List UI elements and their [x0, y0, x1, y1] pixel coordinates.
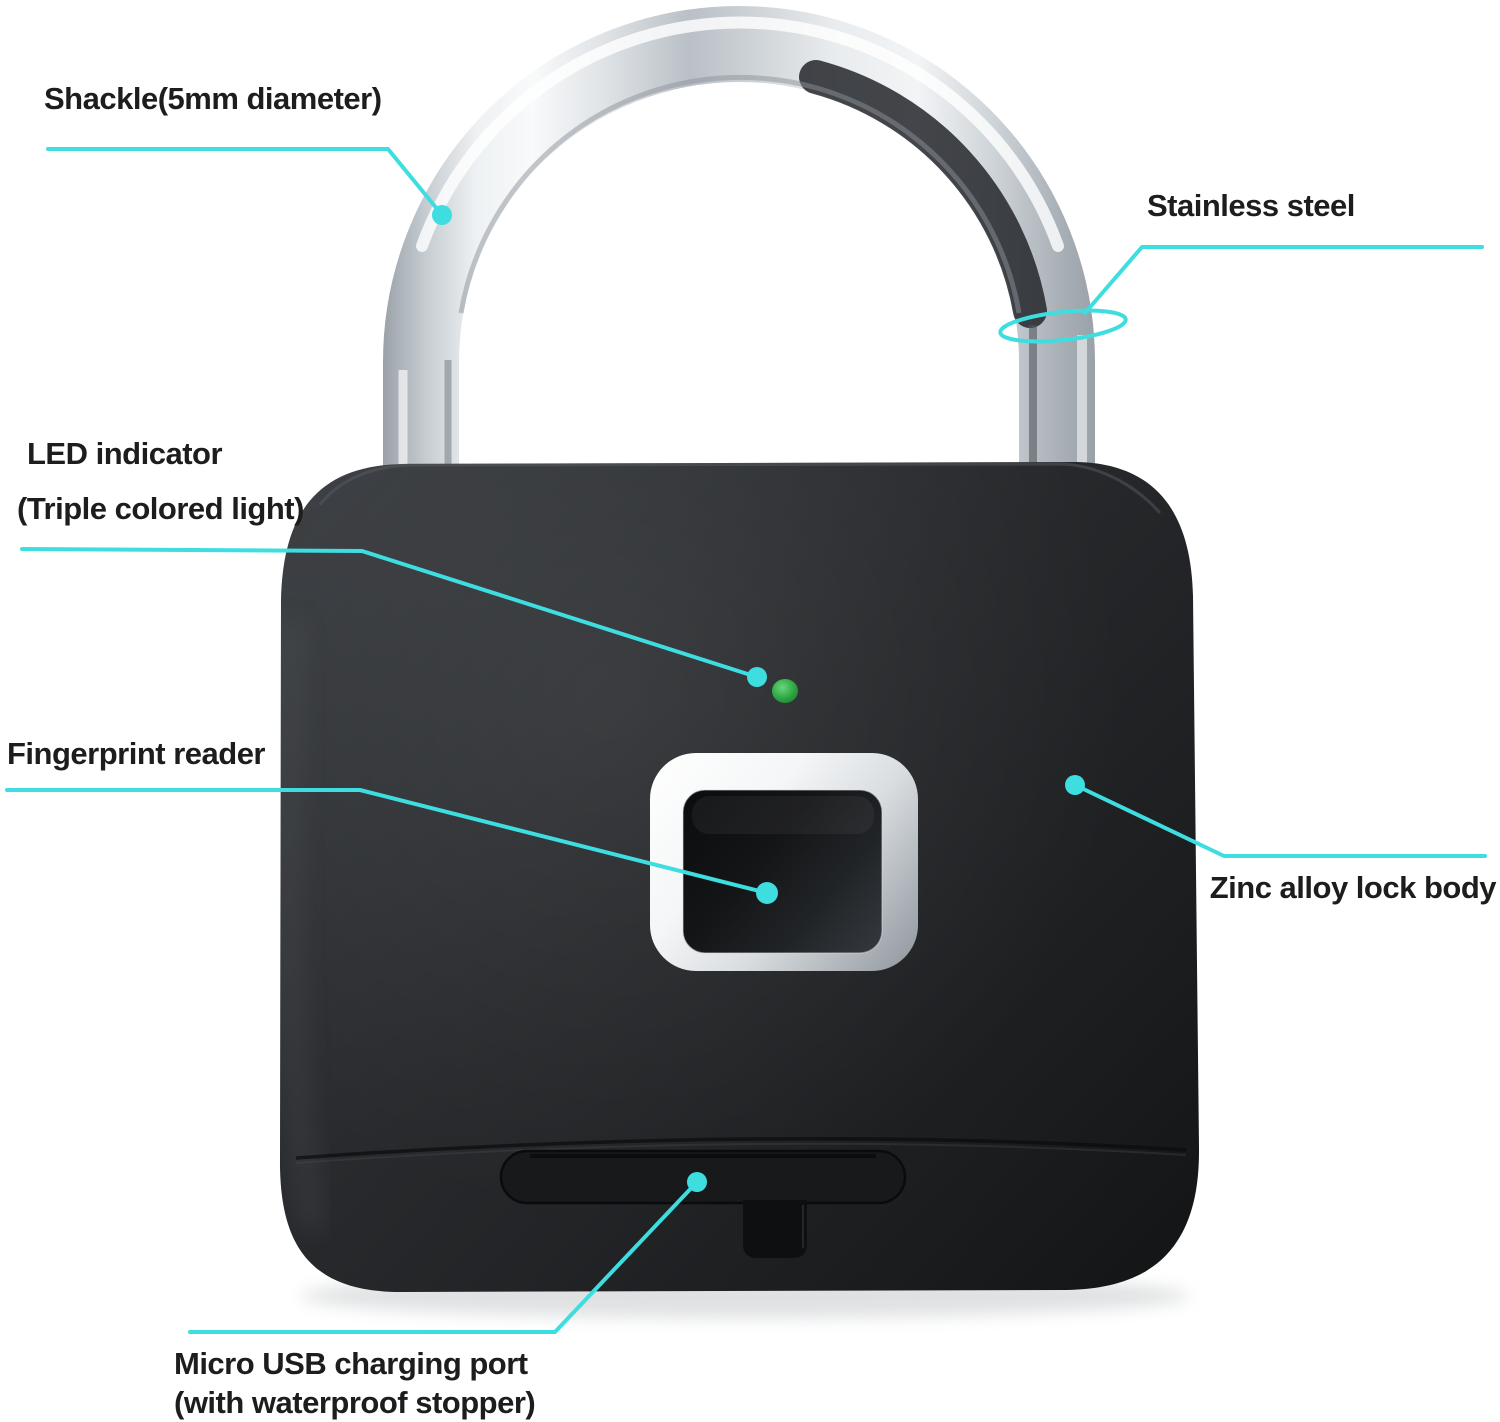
callout-dot-usb	[687, 1172, 707, 1192]
shackle-inner-edge	[458, 74, 1022, 314]
callout-line-body	[1073, 783, 1487, 858]
fingerprint-reader-callout-label: Fingerprint reader	[7, 736, 266, 771]
callout-dot-led	[747, 667, 767, 687]
usb-port-callout-label-line1: Micro USB charging port	[174, 1346, 528, 1381]
shackle-callout-label: Shackle(5mm diameter)	[44, 81, 382, 116]
bottom-face-seam-light	[295, 1142, 1187, 1164]
stainless-steel-callout-label: Stainless steel	[1147, 188, 1355, 223]
callout-line-fingerprint	[5, 788, 769, 895]
shackle-dark-reflection	[799, 60, 1047, 328]
led-indicator-callout-label-line2: (Triple colored light)	[17, 491, 304, 526]
callout-graphics	[5, 147, 1487, 1334]
fingerprint-sensor-glare	[692, 796, 874, 834]
lock-body-top-edge-highlight	[318, 462, 1162, 514]
shackle-ellipse-marker	[998, 308, 1128, 344]
callout-dot-shackle	[432, 205, 452, 225]
callout-dot-fingerprint	[756, 882, 778, 904]
callout-line-shackle	[46, 147, 444, 217]
led-light	[772, 679, 798, 703]
lock-body-callout-label: Zinc alloy lock body	[1209, 870, 1497, 905]
shackle-tube	[383, 6, 1095, 530]
usb-stopper-tab	[743, 1200, 807, 1258]
usb-port-callout-label: Micro USB charging port (with waterproof…	[174, 1344, 536, 1422]
usb-port-callout-label-line2: (with waterproof stopper)	[174, 1385, 536, 1420]
fingerprint-reader	[650, 753, 918, 971]
led-indicator-callout-label-line1: LED indicator	[27, 436, 223, 471]
callout-line-usb	[188, 1180, 699, 1334]
shackle	[383, 6, 1095, 530]
callout-line-led	[20, 547, 759, 679]
callout-dot-body	[1065, 775, 1085, 795]
callout-line-stainless	[1083, 245, 1484, 315]
bottom-face-seam	[295, 1136, 1187, 1160]
shackle-top-highlight	[416, 16, 1064, 252]
